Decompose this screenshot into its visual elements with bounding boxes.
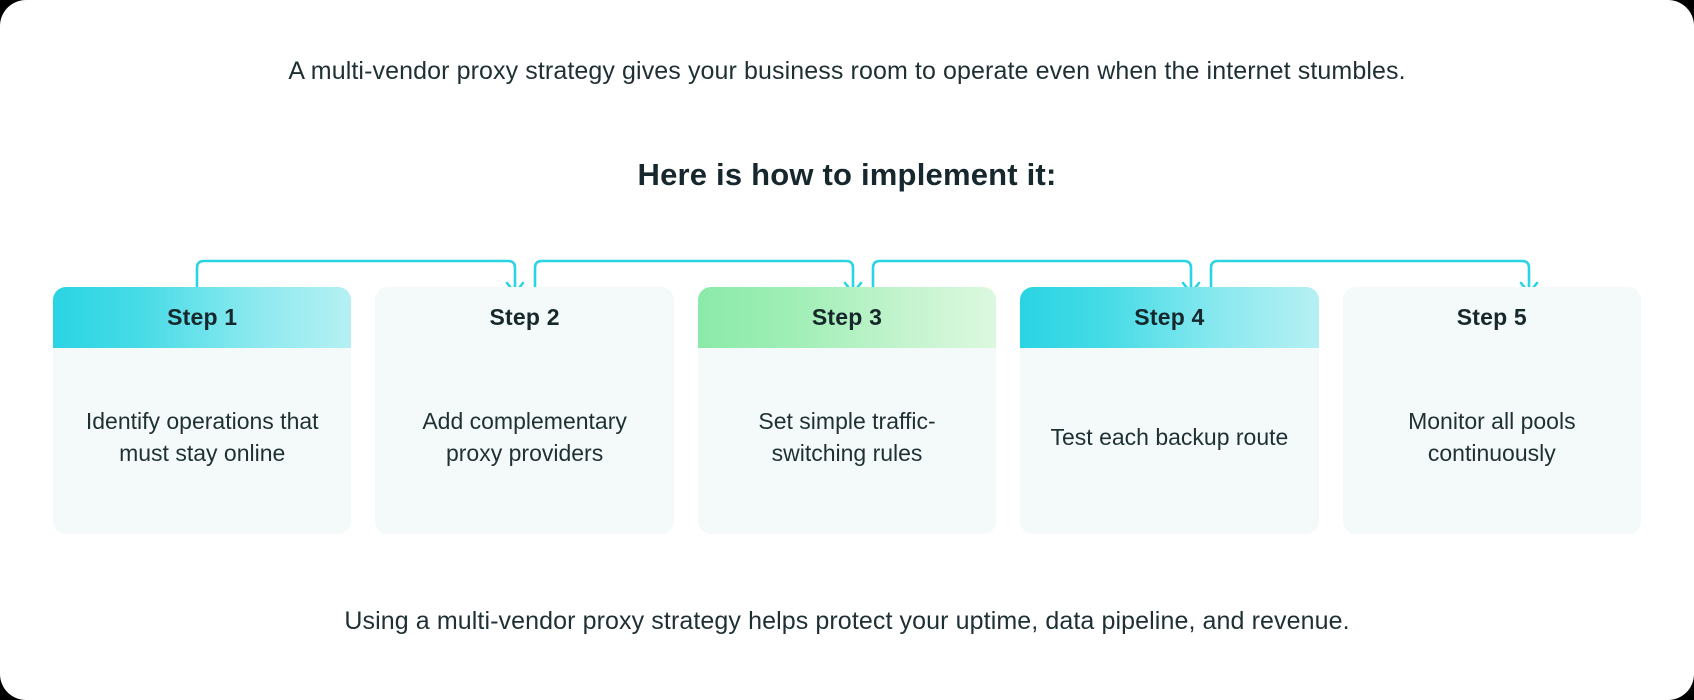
step-card-3-body: Set simple traffic-switching rules: [758, 408, 936, 466]
step-card-2[interactable]: Step 2 Add complementary proxy providers: [375, 287, 674, 534]
step-card-2-body: Add complementary proxy providers: [422, 408, 627, 466]
step-card-4-body: Test each backup route: [1050, 424, 1289, 450]
step-card-3-header: Step 3: [697, 287, 997, 348]
step-card-2-header: Step 2: [375, 287, 673, 348]
step-card-5-body: Monitor all pools continuously: [1408, 408, 1576, 466]
step-card-5[interactable]: Step 5 Monitor all pools continuously: [1342, 287, 1642, 534]
step-card-5-label: Step 5: [1456, 304, 1527, 330]
step-card-3[interactable]: Step 3 Set simple traffic-switching rule…: [697, 287, 997, 534]
step-card-1-label: Step 1: [167, 304, 238, 330]
summary-text: Using a multi-vendor proxy strategy help…: [344, 607, 1350, 635]
page-title: Here is how to implement it:: [637, 157, 1057, 192]
step-card-4-header: Step 4: [1020, 287, 1319, 348]
step-card-1-body: Identify operations that must stay onlin…: [85, 408, 319, 466]
step-card-3-label: Step 3: [811, 304, 883, 330]
step-card-1[interactable]: Step 1 Identify operations that must sta…: [53, 287, 352, 534]
step-card-1-header: Step 1: [53, 287, 352, 348]
intro-text: A multi-vendor proxy strategy gives your…: [288, 57, 1406, 85]
step-card-4[interactable]: Step 4 Test each backup route: [1020, 287, 1319, 534]
step-card-4-label: Step 4: [1134, 304, 1205, 330]
step-card-5-header: Step 5: [1343, 287, 1641, 348]
step-card-2-label: Step 2: [489, 304, 560, 330]
steps-row: Step 1 Identify operations that must sta…: [53, 287, 1642, 534]
